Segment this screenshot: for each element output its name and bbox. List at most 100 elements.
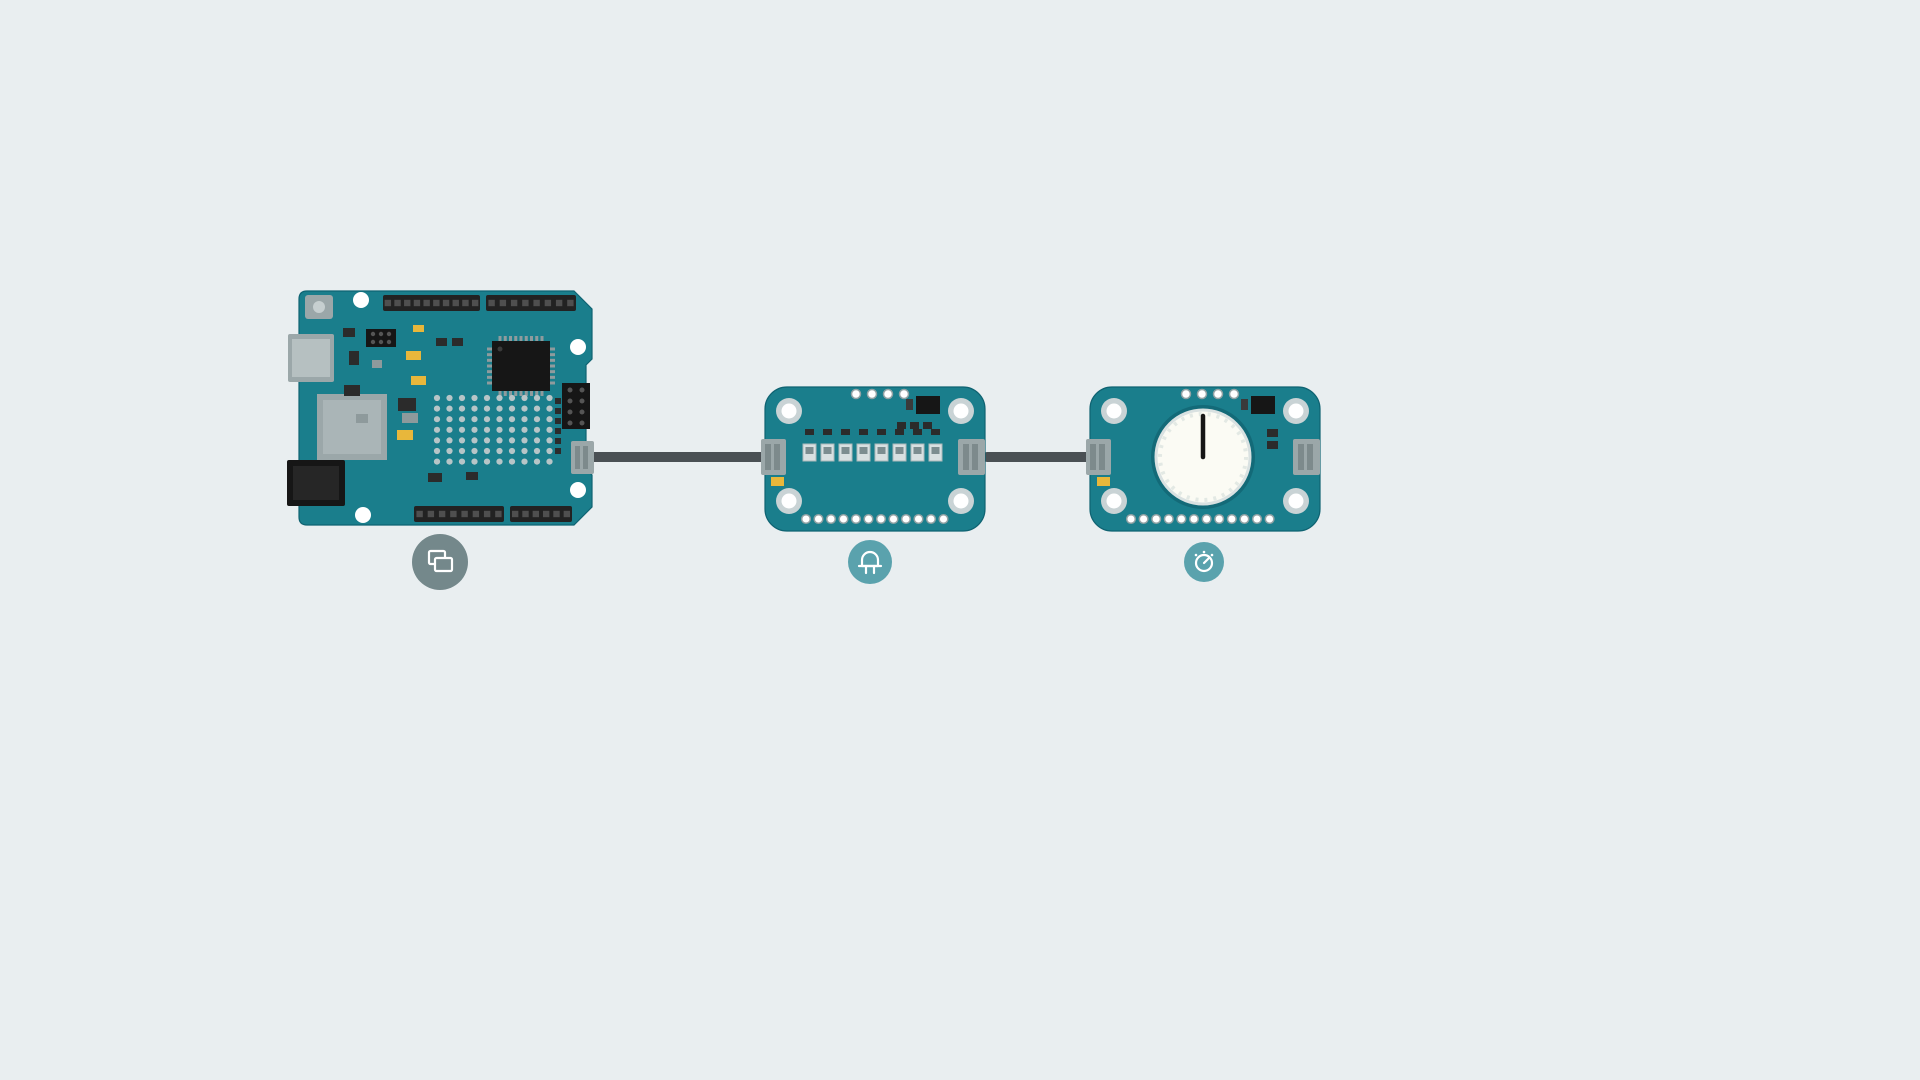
proto-pad [546,405,553,412]
proto-pad [483,394,491,402]
header-pin [442,299,450,307]
module-pin [850,388,862,400]
chip-pin [535,391,539,396]
led-bar-module[interactable] [761,386,986,532]
led-row [802,443,943,462]
aux-pin [567,398,573,404]
module-pad [1125,513,1137,525]
module-pad [813,513,824,525]
header-pin [510,299,518,307]
arduino-board[interactable] [287,290,594,526]
proto-pad [496,416,503,423]
proto-pad [521,416,528,423]
knob-module-top-pins [1180,388,1240,400]
module-pad [913,513,924,525]
aux-pin [567,387,573,393]
socket-slot [972,444,978,470]
bar-led-die [841,447,850,454]
chip-pin [487,370,492,374]
socket-slot [583,446,588,469]
aux-pin [579,409,585,415]
chip-pin [503,391,507,396]
proto-pad [433,447,441,455]
proto-pad [508,416,516,423]
mounting-hole [776,488,802,514]
proto-pad [496,426,503,433]
module-pad [1188,513,1200,525]
wire-arduino-to-led-module[interactable] [588,452,774,462]
proto-pad [433,405,441,412]
module-pad [938,513,949,525]
power-jack-face [293,466,339,500]
proto-pad [508,426,516,433]
component [1241,399,1248,410]
component [906,399,913,410]
chip-pin [487,364,492,368]
metal-shield-face [323,400,381,454]
module-pad [825,513,837,525]
led-badge[interactable] [848,540,892,584]
module-pad [925,513,937,525]
led-resistor [805,429,814,435]
module-pin [1196,388,1208,400]
dial-badge[interactable] [1184,542,1224,582]
proto-pad [458,458,466,465]
proto-pad [433,458,441,465]
proto-pad [546,394,553,402]
chip-pin [550,370,555,374]
module-pad [1201,513,1212,525]
header-pin [511,510,519,518]
header-pin [544,299,552,307]
board-badge[interactable] [412,534,468,590]
pad [555,438,561,444]
led-badge-circle[interactable] [848,540,892,584]
aux-pin [579,398,585,404]
proto-pad [546,458,553,465]
led-module-bottom-pads [800,513,949,525]
header-pin [404,299,411,307]
knob-detent-ring [1158,412,1248,502]
module-pin [1228,388,1240,400]
led-yellow [397,430,413,440]
icsp-pin [378,339,384,345]
wire-led-module-to-knob-module[interactable] [982,452,1092,462]
proto-pad [496,447,503,455]
chip-pin [550,347,555,351]
chip-pin [550,375,555,379]
proto-pad [471,437,478,444]
pad [555,418,561,424]
header-pin [472,510,480,518]
chip-pin [550,358,555,362]
knob-module[interactable] [1086,386,1321,532]
component [910,422,919,429]
proto-pad [433,394,441,402]
mounting-hole [948,488,974,514]
led-resistor [931,429,940,435]
header-pin [522,299,529,307]
module-pad [1163,513,1174,525]
component [897,422,906,429]
proto-pad [521,405,528,412]
led-yellow [413,325,424,332]
component [1267,429,1278,437]
chip-pin [524,391,528,396]
module-pin [1212,388,1224,400]
proto-pad [508,437,516,444]
proto-pad [508,394,516,402]
chip-pin [524,336,528,341]
socket-slot [963,444,969,470]
led-resistor [823,429,832,435]
chip-pin [550,353,555,357]
proto-pad [471,416,478,423]
pad [555,398,561,404]
module-pad [1151,513,1162,525]
chip-pin [487,347,492,351]
chip-pin [540,391,544,396]
proto-pad [446,426,453,433]
proto-pad [458,447,466,455]
aux-pin [567,409,573,415]
proto-pad [446,405,453,412]
header-pin [471,299,479,307]
chip-pin [530,336,533,341]
